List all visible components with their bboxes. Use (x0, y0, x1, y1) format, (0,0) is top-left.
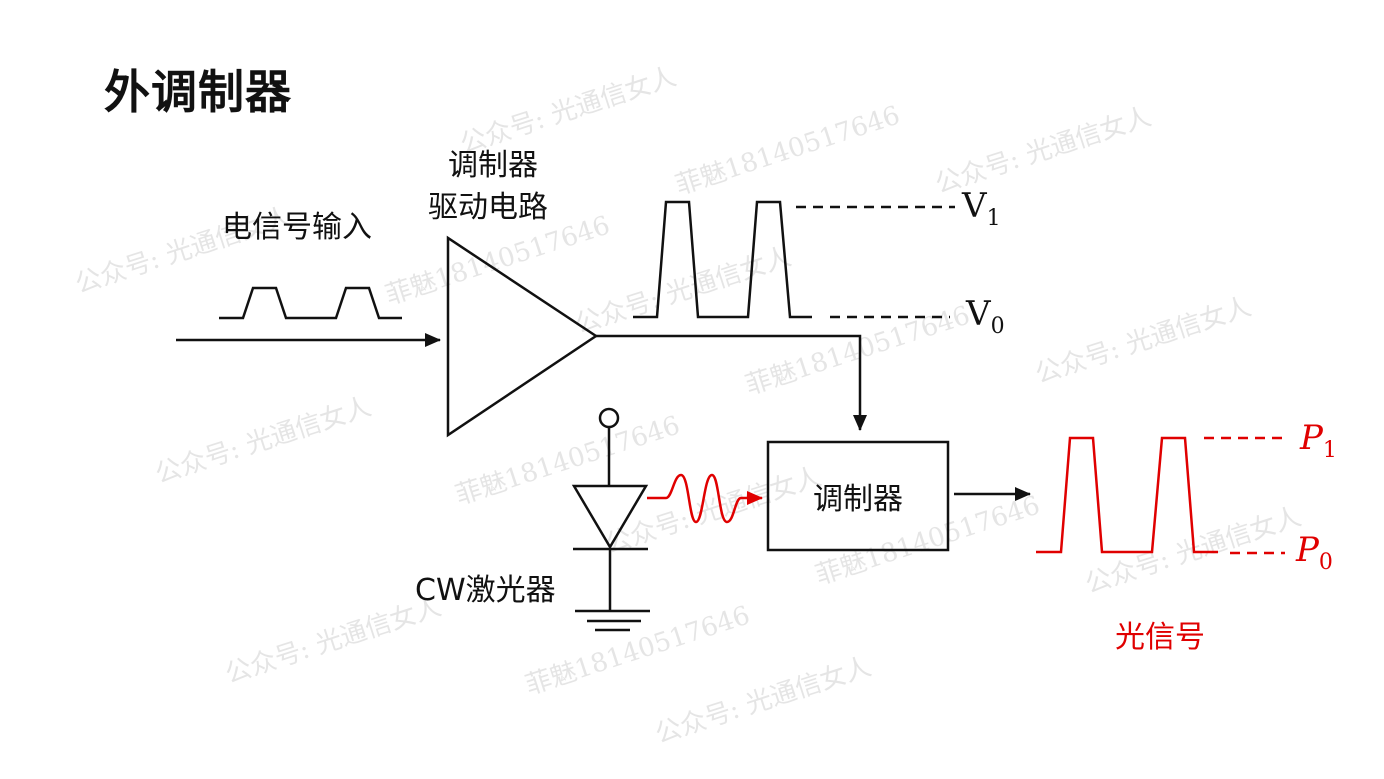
diode-triangle-icon (571, 484, 649, 550)
p0-sub: 0 (1318, 549, 1333, 575)
p0-level-label: P0 (1296, 530, 1333, 575)
drive-voltage-waveform (633, 200, 812, 319)
cw-laser-diode-symbol (571, 407, 650, 632)
p1-level-label: P1 (1300, 418, 1337, 463)
supply-terminal-icon (598, 407, 620, 429)
driver-label-line2: 驱动电路 (428, 190, 548, 225)
v1-level-label: V1 (962, 186, 1001, 231)
v0-level-label: V0 (966, 294, 1005, 339)
p1-base: P (1300, 418, 1323, 458)
electrical-input-label: 电信号输入 (222, 210, 372, 245)
p0-base: P (1296, 530, 1319, 570)
cw-light-wave (647, 473, 763, 524)
v1-sub: 1 (986, 205, 1001, 231)
page-title: 外调制器 (104, 65, 292, 119)
v1-base: V (962, 186, 987, 226)
driver-amplifier-triangle (446, 235, 599, 438)
cw-laser-label: CW激光器 (415, 573, 556, 608)
modulator-box (766, 440, 950, 552)
optical-signal-label: 光信号 (1115, 620, 1205, 655)
modulator-label: 调制器 (813, 482, 903, 517)
optical-output-waveform (1036, 436, 1218, 554)
driver-output-line (596, 334, 867, 431)
input-pulse-waveform (219, 286, 402, 320)
v0-base: V (966, 294, 991, 334)
v0-sub: 0 (990, 313, 1005, 339)
driver-label-line1: 调制器 (448, 148, 538, 183)
p1-sub: 1 (1322, 437, 1337, 463)
